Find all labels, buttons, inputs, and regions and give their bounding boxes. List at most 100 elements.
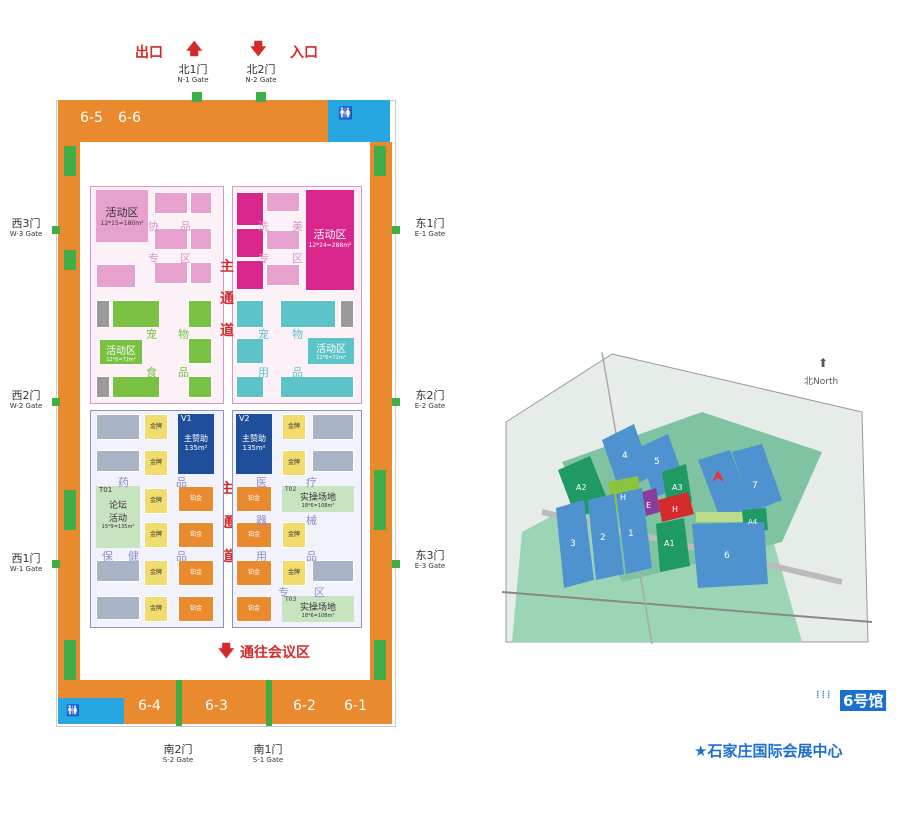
booth-pink[interactable] (190, 192, 212, 214)
booth-grey[interactable] (312, 414, 354, 440)
activity-zone-magenta[interactable]: 活动区 12*24=288m² (306, 190, 354, 290)
zone-char: 洗 (258, 220, 269, 233)
booth-teal[interactable] (236, 300, 264, 328)
booth-lime[interactable] (188, 338, 212, 364)
to-meeting-label[interactable]: 通往会议区 (240, 645, 310, 661)
booth-teal[interactable] (236, 338, 264, 364)
booth-pink[interactable] (154, 228, 188, 250)
booth-pink[interactable] (190, 262, 212, 284)
booth-pink[interactable] (96, 264, 136, 288)
v2-sponsor[interactable]: V2 主赞助 135m² (236, 414, 272, 474)
gold-label: 金牌 (149, 605, 162, 612)
booth-gold[interactable]: 金牌 (144, 450, 168, 476)
booth-silver[interactable]: 铂金 (236, 596, 272, 622)
booth-grey[interactable] (96, 450, 140, 472)
north-label: 北North (804, 377, 839, 387)
booth-gold[interactable]: 金牌 (144, 488, 168, 514)
booth-gold[interactable]: 金牌 (282, 522, 306, 548)
zone-char: 医 (256, 476, 267, 489)
booth-gold[interactable]: 金牌 (144, 560, 168, 586)
v1-sponsor[interactable]: V1 主赞助 135m² (178, 414, 214, 474)
north-gate-marker-1 (192, 92, 202, 102)
booth-gold[interactable]: 金牌 (144, 596, 168, 622)
booth-lime[interactable] (188, 376, 212, 398)
booth-silver[interactable]: 铂金 (178, 596, 214, 622)
zone-upper-left (90, 186, 224, 404)
booth-pink[interactable] (154, 192, 188, 214)
block-3 (556, 500, 594, 588)
booth-silver[interactable]: 铂金 (236, 560, 272, 586)
booth-teal[interactable] (280, 376, 354, 398)
booth-gold[interactable]: 金牌 (144, 522, 168, 548)
booth-lime[interactable] (112, 376, 160, 398)
w1-marker (52, 560, 60, 568)
booth-silver[interactable]: 铂金 (178, 522, 214, 548)
booth-gold[interactable]: 金牌 (282, 450, 306, 476)
silver-label: 铂金 (189, 495, 202, 502)
booth-silver[interactable]: 铂金 (178, 486, 214, 512)
block-7 (732, 444, 782, 512)
booth-teal[interactable] (280, 300, 336, 328)
activity-zone-pink[interactable]: 活动区 12*15=180m² (96, 190, 148, 242)
booth-lime[interactable] (112, 300, 160, 328)
silver-label: 铂金 (247, 605, 260, 612)
gold-label: 金牌 (149, 459, 162, 466)
booth-magenta[interactable] (236, 192, 264, 226)
booth-pink[interactable] (266, 230, 300, 250)
west-green-1 (64, 146, 76, 176)
booth-magenta[interactable] (236, 228, 264, 258)
booth-silver[interactable]: 铂金 (236, 522, 272, 548)
booth-pink[interactable] (190, 228, 212, 250)
booth-gold[interactable]: 金牌 (282, 414, 306, 440)
booth-gold[interactable]: 金牌 (144, 414, 168, 440)
t02-practice[interactable]: T02 实操场地 18*6=108m² (282, 486, 354, 512)
main-road-char: 主 (220, 259, 234, 275)
booth-pink[interactable] (266, 192, 300, 212)
activity-zone-teal[interactable]: 活动区 12*6=72m² (308, 338, 354, 364)
booth-gold[interactable]: 金牌 (282, 560, 306, 586)
gold-label: 金牌 (149, 569, 162, 576)
booth-teal[interactable] (236, 376, 264, 398)
booth-grey[interactable] (340, 300, 354, 328)
booth-silver[interactable]: 铂金 (236, 486, 272, 512)
block-label: 1 (628, 529, 634, 539)
activity-zone-green[interactable]: 活动区 12*6=72m² (100, 340, 142, 364)
t01-forum[interactable]: T01 论坛 活动 15*9=135m² (96, 486, 140, 548)
booth-grey[interactable] (96, 376, 110, 398)
v1-code: V1 (181, 414, 192, 423)
w3-marker (52, 226, 60, 234)
booth-grey[interactable] (312, 560, 354, 582)
booth-grey[interactable] (96, 560, 140, 582)
star-marker-icon (712, 470, 724, 482)
booth-grey[interactable] (312, 450, 354, 472)
booth-pink[interactable] (266, 264, 300, 286)
hall-6-3: 6-3 (205, 698, 228, 714)
booth-grey[interactable] (96, 414, 140, 440)
booth-pink[interactable] (154, 262, 188, 284)
t03-practice[interactable]: T03 实操场地 18*6=108m² (282, 596, 354, 622)
gate-w3-cn: 西3门 (11, 217, 41, 230)
activity-magenta-size: 12*24=288m² (308, 242, 352, 249)
entry-label: 入口 (290, 45, 318, 61)
booth-silver[interactable]: 铂金 (178, 560, 214, 586)
booth-grey[interactable] (96, 300, 110, 328)
gate-s1-cn: 南1门 (253, 743, 283, 756)
booth-grey[interactable] (96, 596, 140, 620)
gate-w3-en: W-3 Gate (9, 230, 43, 238)
v2-title: 主赞助 (242, 434, 266, 443)
block-label: 4 (622, 451, 628, 461)
booth-magenta[interactable] (236, 260, 264, 290)
booth-lime[interactable] (188, 300, 212, 328)
south-hall-corner (58, 680, 124, 698)
zone-char: 区 (292, 252, 303, 265)
